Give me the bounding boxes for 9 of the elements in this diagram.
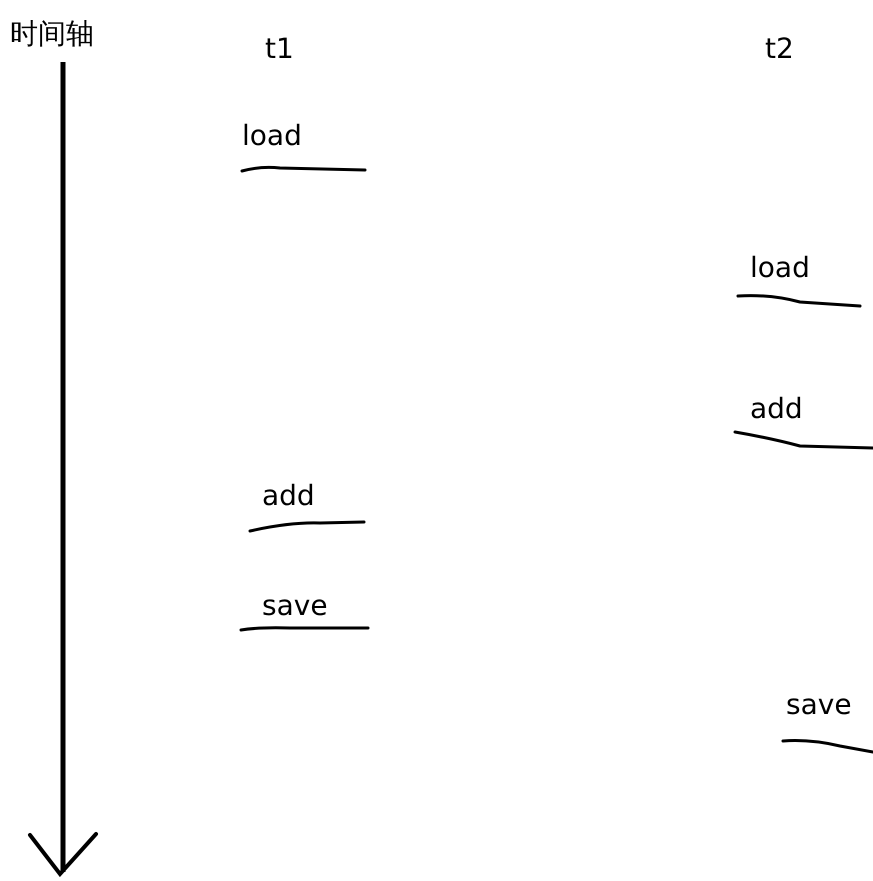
axis-label: 时间轴 — [10, 20, 94, 48]
step-label: load — [242, 122, 302, 150]
thread-label: t2 — [765, 35, 794, 63]
step-label: load — [750, 254, 810, 282]
step-label: save — [786, 691, 852, 719]
step-label: add — [750, 395, 803, 423]
step-label: save — [262, 592, 328, 620]
step-label: add — [262, 482, 315, 510]
thread-label: t1 — [265, 35, 294, 63]
